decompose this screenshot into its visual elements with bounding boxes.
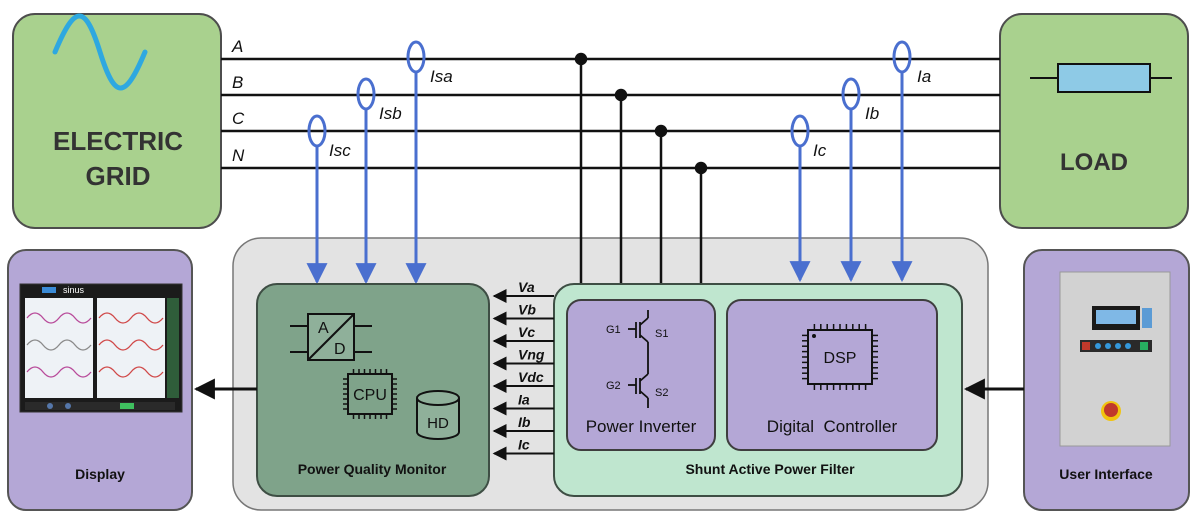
sensor-label-isa: Isa xyxy=(430,67,453,86)
signal-label-vdc: Vdc xyxy=(518,369,544,385)
signal-label-va: Va xyxy=(518,279,535,295)
phase-label-c: C xyxy=(232,109,245,128)
user-interface-panel: User Interface xyxy=(1023,249,1190,511)
power-inverter: G1 S1 G2 S2 Power Inverter xyxy=(566,299,716,451)
load-box: LOAD xyxy=(999,13,1189,229)
igbt-switch-icon xyxy=(628,310,649,408)
signal-arrow-ia: Ia xyxy=(492,392,554,416)
signal-arrow-ib: Ib xyxy=(492,414,554,438)
signal-arrow-vdc: Vdc xyxy=(492,369,554,393)
signal-arrow-ic: Ic xyxy=(492,437,554,461)
phase-label-n: N xyxy=(232,146,245,165)
cpu-label: CPU xyxy=(353,387,387,404)
cpu-chip-icon xyxy=(343,369,397,419)
power-quality-monitor: A D CPU HD Power Quality Monitor xyxy=(256,283,490,497)
signal-arrow-va: Va xyxy=(492,279,554,303)
signal-label-ib: Ib xyxy=(518,414,531,430)
phase-lines xyxy=(221,57,1000,170)
user-interface-label: User Interface xyxy=(1059,466,1153,482)
grid-label-line1: ELECTRIC xyxy=(53,126,183,156)
hard-disk-icon xyxy=(416,390,460,440)
inverter-g1: G1 xyxy=(606,324,621,336)
display-screen-image xyxy=(19,283,183,413)
dsp-label: DSP xyxy=(824,350,857,367)
inverter-g2: G2 xyxy=(606,380,621,392)
phase-label-b: B xyxy=(232,73,243,92)
signal-label-vb: Vb xyxy=(518,302,536,318)
dsp-chip-icon xyxy=(802,324,878,390)
signal-label-vng: Vng xyxy=(518,347,545,363)
adc-icon xyxy=(290,313,372,361)
sine-wave-icon xyxy=(52,13,148,91)
inverter-s2: S2 xyxy=(655,387,668,399)
digital-controller: DSP Digital Controller xyxy=(726,299,938,451)
load-label: LOAD xyxy=(1060,149,1128,176)
adc-label-a: A xyxy=(318,320,329,337)
display-label: Display xyxy=(75,466,125,482)
signal-arrow-vb: Vb xyxy=(492,302,554,326)
control-cabinet-image xyxy=(1059,271,1171,447)
display-brand: sinus xyxy=(63,285,85,295)
resistor-icon xyxy=(1057,63,1151,93)
inverter-connections xyxy=(574,52,708,300)
grid-current-sensors xyxy=(306,40,427,285)
hd-label: HD xyxy=(427,415,449,432)
sensor-label-isc: Isc xyxy=(329,141,351,160)
sensor-label-ic: Ic xyxy=(813,141,827,160)
sensor-label-isb: Isb xyxy=(379,104,402,123)
signal-label-ia: Ia xyxy=(518,392,530,408)
signal-arrow-vc: Vc xyxy=(492,324,554,348)
inverter-label: Power Inverter xyxy=(586,417,697,436)
signal-arrow-vng: Vng xyxy=(492,347,554,371)
electric-grid-box: ELECTRIC GRID xyxy=(12,13,222,229)
filter-title: Shunt Active Power Filter xyxy=(685,461,855,477)
adc-label-d: D xyxy=(334,341,346,358)
inverter-s1: S1 xyxy=(655,328,668,340)
signal-label-ic: Ic xyxy=(518,437,530,453)
grid-label-line2: GRID xyxy=(86,161,151,191)
controller-label: Digital Controller xyxy=(767,417,898,436)
sensor-label-ia: Ia xyxy=(917,67,931,86)
display-panel: sinus Display xyxy=(7,249,193,511)
phase-label-a: A xyxy=(231,37,243,56)
monitor-title: Power Quality Monitor xyxy=(298,461,447,477)
sensor-label-ib: Ib xyxy=(865,104,879,123)
load-current-sensors xyxy=(789,40,913,283)
signal-label-vc: Vc xyxy=(518,324,535,340)
